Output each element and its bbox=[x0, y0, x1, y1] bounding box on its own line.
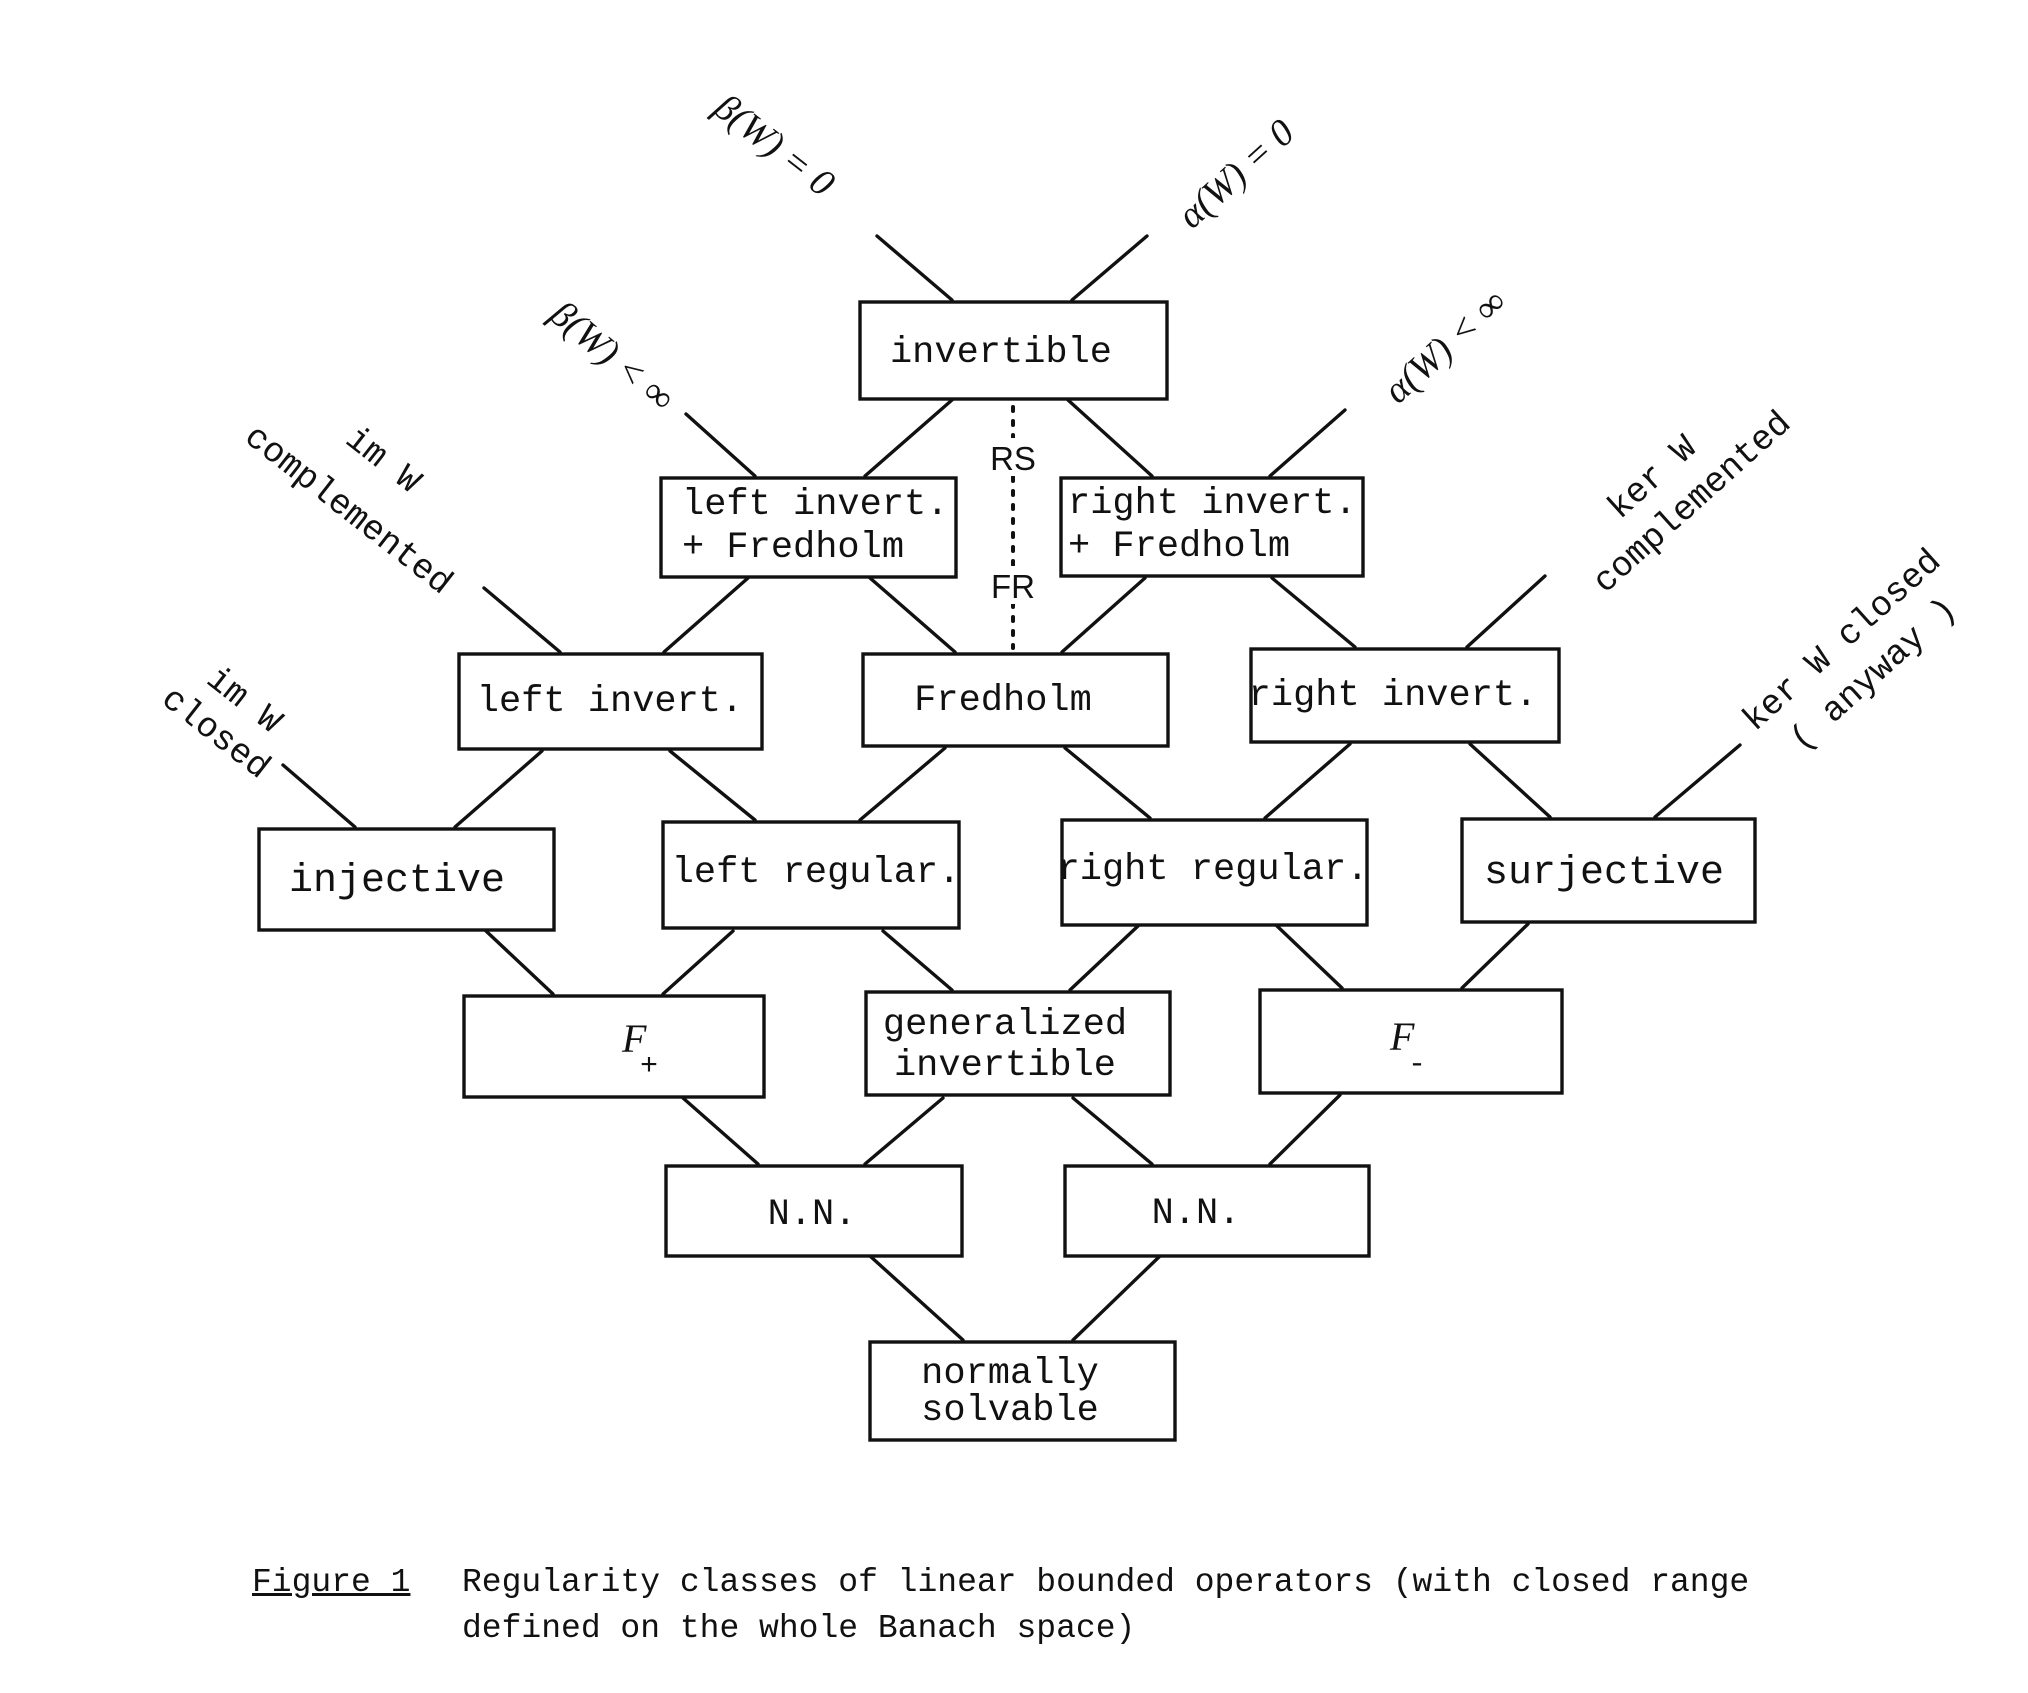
edge-generalized-nn-left bbox=[863, 1096, 945, 1166]
edge-left-fredholm-fredholm bbox=[868, 576, 957, 654]
edge-right-regular-fminus bbox=[1275, 924, 1344, 990]
node-left-invert: left invert. bbox=[457, 652, 764, 751]
node-right-invert-fredholm: right invert. + Fredholm bbox=[1059, 476, 1365, 578]
relation-label-rs: RS bbox=[990, 440, 1036, 477]
node-left-invert-fredholm-line1: left invert. bbox=[682, 484, 948, 526]
edge-right-invert-surjective bbox=[1468, 742, 1552, 819]
caption-line-1: Figure 1 Regularity classes of linear bou… bbox=[252, 1560, 1749, 1606]
node-surjective-label: surjective bbox=[1484, 851, 1724, 896]
edge-surjective-fminus bbox=[1460, 922, 1530, 990]
node-left-invert-fredholm: left invert. + Fredholm bbox=[659, 476, 958, 579]
edge-beta-finite bbox=[684, 412, 757, 478]
edge-left-invert-injective bbox=[453, 749, 544, 829]
caption-text-line2: defined on the whole Banach space) bbox=[462, 1610, 1136, 1647]
edge-nn-left-normally bbox=[868, 1254, 965, 1342]
caption-line-2: defined on the whole Banach space) bbox=[252, 1606, 1749, 1652]
edge-fredholm-left-regular bbox=[858, 746, 947, 822]
edge-right-fredholm-right-invert bbox=[1270, 576, 1357, 649]
edge-fplus-nn-left bbox=[681, 1096, 760, 1166]
node-right-invert-label: right invert. bbox=[1249, 675, 1538, 717]
edge-beta-zero bbox=[875, 234, 954, 302]
edge-left-regular-generalized bbox=[881, 929, 954, 992]
node-fredholm: Fredholm bbox=[861, 652, 1170, 748]
node-f-plus: F + bbox=[462, 994, 766, 1099]
node-invertible-label: invertible bbox=[890, 332, 1112, 374]
edge-injective-fplus bbox=[484, 929, 555, 996]
node-left-regular: left regular. bbox=[661, 820, 961, 930]
node-right-invert-fredholm-line2: + Fredholm bbox=[1068, 526, 1290, 568]
node-f-plus-symbol: F bbox=[621, 1016, 647, 1061]
node-f-minus-symbol: F bbox=[1389, 1014, 1415, 1059]
edge-im-closed bbox=[281, 763, 357, 829]
edge-alpha-zero bbox=[1070, 234, 1149, 302]
node-right-regular: right regular. bbox=[1058, 818, 1369, 927]
node-left-regular-label: left regular. bbox=[672, 852, 961, 894]
node-right-regular-label: right regular. bbox=[1058, 849, 1369, 891]
label-beta-zero: β(W) = 0 bbox=[706, 85, 843, 205]
node-normally-solvable-line2: solvable bbox=[921, 1390, 1099, 1432]
label-beta-finite: β(W) < ∞ bbox=[541, 292, 682, 420]
caption-figure-label: Figure 1 bbox=[252, 1564, 411, 1601]
edge-right-regular-generalized bbox=[1068, 924, 1140, 992]
edge-right-fredholm-fredholm bbox=[1060, 576, 1147, 654]
node-left-invert-label: left invert. bbox=[477, 681, 743, 723]
node-nn-left: N.N. bbox=[664, 1164, 964, 1258]
edge-left-regular-fplus bbox=[661, 929, 735, 996]
node-nn-right: N.N. bbox=[1063, 1164, 1371, 1258]
label-alpha-zero: α(W) = 0 bbox=[1170, 111, 1303, 236]
edge-fminus-nn-right bbox=[1268, 1093, 1342, 1166]
edge-left-invert-left-regular bbox=[668, 749, 757, 822]
caption-text-line1: Regularity classes of linear bounded ope… bbox=[462, 1564, 1750, 1601]
node-nn-left-label: N.N. bbox=[768, 1194, 857, 1236]
edge-ker-closed bbox=[1653, 743, 1742, 819]
node-injective-label: injective bbox=[289, 859, 505, 904]
node-right-invert-fredholm-line1: right invert. bbox=[1068, 483, 1357, 525]
node-generalized-invertible-line1: generalized bbox=[883, 1004, 1127, 1046]
node-f-minus: F - bbox=[1258, 988, 1564, 1095]
edge-alpha-finite bbox=[1268, 408, 1347, 478]
node-nn-right-label: N.N. bbox=[1152, 1193, 1241, 1235]
node-normally-solvable: normally solvable bbox=[868, 1340, 1177, 1442]
edge-ker-complemented bbox=[1465, 574, 1547, 649]
node-invertible: invertible bbox=[858, 300, 1169, 401]
node-normally-solvable-line1: normally bbox=[921, 1353, 1099, 1395]
node-generalized-invertible: generalized invertible bbox=[864, 990, 1172, 1097]
node-f-plus-subscript: + bbox=[640, 1050, 658, 1084]
node-left-invert-fredholm-line2: + Fredholm bbox=[682, 527, 904, 569]
edge-invertible-right-fredholm bbox=[1066, 398, 1154, 478]
edge-im-complemented bbox=[482, 586, 562, 654]
node-fredholm-label: Fredholm bbox=[914, 680, 1092, 722]
figure-caption: Figure 1 Regularity classes of linear bou… bbox=[252, 1560, 1749, 1652]
edge-left-fredholm-left-invert bbox=[662, 576, 750, 654]
diagram-edges bbox=[281, 234, 1742, 1342]
node-f-minus-subscript: - bbox=[1408, 1048, 1426, 1082]
edge-invertible-left-fredholm bbox=[863, 398, 954, 478]
edge-right-invert-right-regular bbox=[1263, 742, 1352, 820]
node-injective: injective bbox=[257, 827, 556, 932]
edge-generalized-nn-right bbox=[1071, 1096, 1154, 1166]
relation-label-fr: FR bbox=[991, 568, 1035, 605]
node-generalized-invertible-line2: invertible bbox=[894, 1045, 1116, 1087]
label-alpha-finite: α(W) < ∞ bbox=[1376, 281, 1515, 412]
edge-fredholm-right-regular bbox=[1063, 746, 1152, 820]
edge-nn-right-normally bbox=[1071, 1254, 1162, 1342]
node-right-invert: right invert. bbox=[1249, 647, 1561, 744]
node-surjective: surjective bbox=[1460, 817, 1757, 924]
